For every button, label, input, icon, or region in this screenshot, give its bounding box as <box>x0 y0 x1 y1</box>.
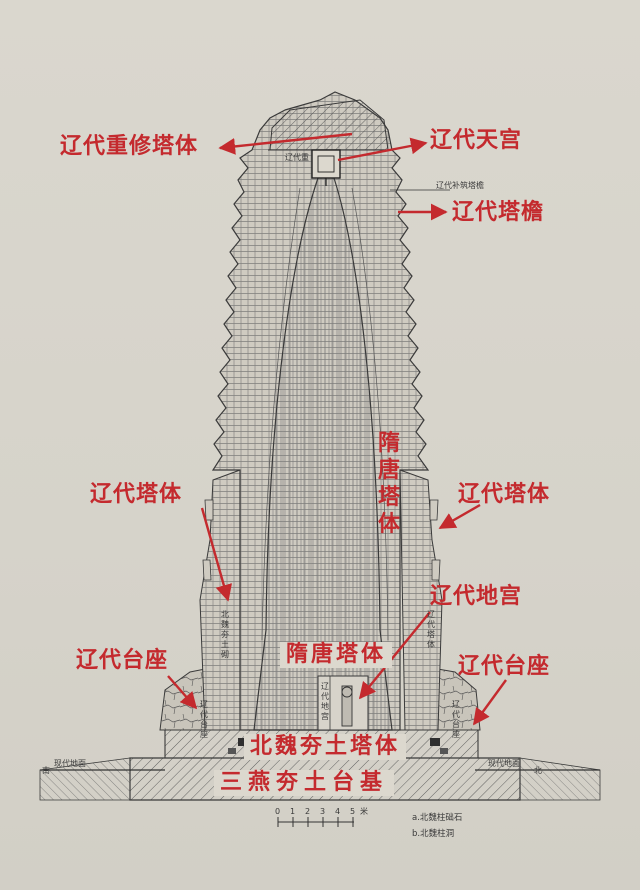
note-b: b.北魏柱洞 <box>412 829 455 839</box>
arrow-liao-underground-palace <box>358 611 431 700</box>
arrow-liao-heavenly-palace <box>337 137 428 162</box>
underground-palace-pit <box>317 675 369 731</box>
scale-tick-5: 5 <box>350 807 356 816</box>
label-liao-body-left: 辽代塔体 <box>90 482 183 507</box>
label-liao-body-right: 辽代塔体 <box>458 482 551 507</box>
pedestal-left-small-text: 辽代台座 <box>200 700 208 739</box>
south-label: 南 <box>42 766 50 775</box>
annotation-arrows <box>167 132 507 726</box>
liao-repaired-top-section <box>268 99 392 151</box>
label-sui-tang-body-center: 隋唐塔体 <box>280 642 393 668</box>
label-liao-pedestal-left: 辽代台座 <box>76 648 169 673</box>
scale-tick-2: 2 <box>305 807 311 816</box>
label-liao-pedestal-right: 辽代台座 <box>458 654 551 679</box>
modern-ground-left-label: 现代地面 <box>54 759 86 768</box>
sui-tang-core-section <box>253 177 393 731</box>
arrow-liao-pedestal-left <box>167 675 198 710</box>
inner-left-column-text: 北魏夯土砌 <box>221 610 229 659</box>
label-liao-repaired-body: 辽代重修塔体 <box>60 134 199 159</box>
underground-small-text: 辽代地宫 <box>321 682 329 721</box>
label-three-yan-rammed-base: 三燕夯土台基 <box>214 770 395 796</box>
wei-column-bases <box>228 738 448 754</box>
inner-right-column-text: 辽代塔体 <box>427 610 435 649</box>
north-label: 北 <box>534 766 542 775</box>
note-a: a.北魏柱础石 <box>412 813 463 823</box>
modern-ground-right-label: 现代地面 <box>488 759 520 768</box>
arrow-liao-repaired-body <box>218 132 353 155</box>
scale-tick-1: 1 <box>290 807 296 816</box>
label-liao-underground-palace: 辽代地宫 <box>430 584 523 609</box>
liao-lower-body-left <box>199 469 241 731</box>
liao-eave-repair-small-label: 辽代补筑塔檐 <box>436 181 484 190</box>
pedestal-right-small-text: 辽代台座 <box>452 700 460 739</box>
label-liao-eaves: 辽代塔檐 <box>452 200 545 225</box>
label-northern-wei-rammed-body: 北魏夯土塔体 <box>244 734 407 760</box>
label-liao-heavenly-palace: 辽代天宫 <box>430 128 523 153</box>
arrow-liao-body-right <box>438 503 481 530</box>
scale-unit: 米 <box>360 807 368 816</box>
scale-tick-0: 0 <box>275 807 281 816</box>
liao-repair-small-label: 辽代重 <box>285 153 309 162</box>
heavenly-palace-chamber <box>311 149 341 186</box>
label-sui-tang-body-vertical: 隋唐塔体 <box>377 431 400 537</box>
scale-tick-3: 3 <box>320 807 326 816</box>
scale-tick-4: 4 <box>335 807 341 816</box>
arrow-liao-body-left <box>200 507 232 602</box>
arrow-liao-pedestal-right <box>473 679 507 726</box>
liao-lower-body-right <box>399 469 443 731</box>
scale-bar <box>277 817 354 827</box>
